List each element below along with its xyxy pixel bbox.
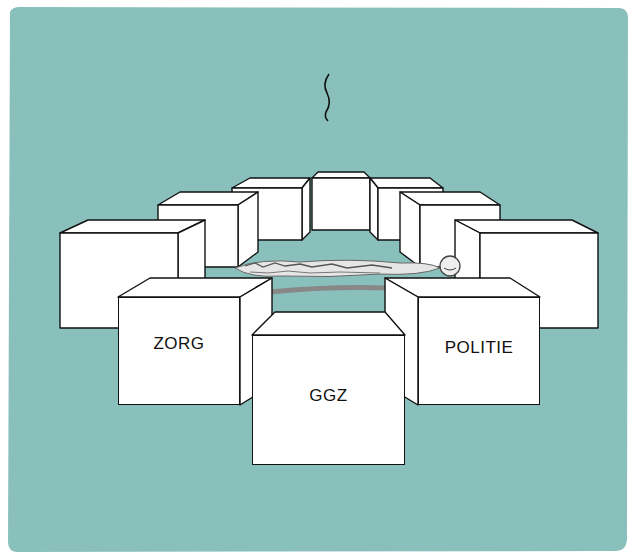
squiggle-mark [325, 74, 329, 121]
cube-label: GGZ [253, 386, 404, 406]
cube-face: GGZ [252, 335, 405, 465]
cube-face: ZORG [118, 297, 240, 405]
background-panel [8, 7, 628, 552]
cube-label: POLITIE [419, 338, 539, 358]
cube-label: ZORG [119, 334, 239, 354]
cube-face: POLITIE [418, 297, 540, 405]
